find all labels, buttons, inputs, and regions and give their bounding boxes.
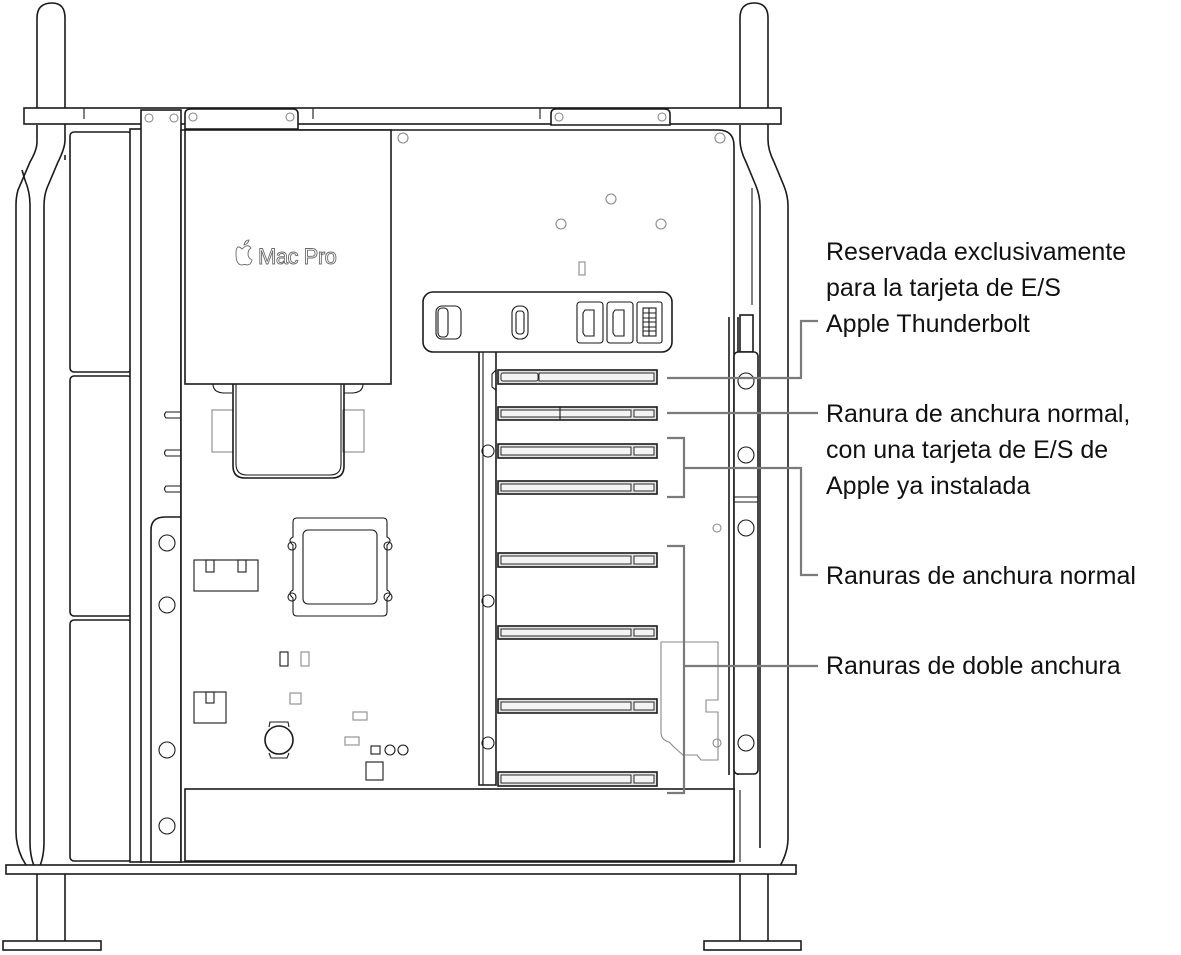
power-button-icon [435,305,462,340]
sata-port-icon [576,301,604,344]
left-handle [15,2,66,874]
board-components [193,517,409,781]
usb-c-port-icon [511,305,529,340]
apple-logo-icon [235,239,253,266]
io-panel [422,291,673,353]
bracket-outline [660,641,719,761]
fan-bays [69,131,133,862]
callout-lines [667,319,818,795]
slot-6-double [497,625,658,640]
bottom-rail [5,864,797,875]
callout-thunderbolt-slot: Reservada exclusivamente para la tarjeta… [826,238,1127,338]
power-supply: Mac Pro [184,108,392,479]
right-foot [703,874,802,951]
callout-normal-width-slots: Ranuras de anchura normal [826,562,1136,590]
slot-riser [478,352,497,786]
top-bracket [550,108,671,126]
mac-pro-logo-text: Mac Pro [258,244,337,269]
slot-2-io-card [497,406,658,421]
slot-5-double [497,552,658,568]
right-handle [739,2,789,867]
pcie-slots [497,369,658,787]
callout-double-width-slots: Ranuras de doble anchura [826,652,1121,680]
callout-io-card-slot: Ranura de anchura normal, con una tarjet… [826,400,1131,500]
sata-port-icon [606,301,634,344]
slot-4-normal [497,480,658,495]
pci-bracket-strip [712,314,759,862]
slot-3-normal [497,443,658,459]
vertical-rails [129,109,182,863]
slot-7-double [497,698,658,714]
slot-8-double [497,771,658,787]
slot-1-thunderbolt [497,369,658,385]
power-connector-icon [636,301,663,344]
left-foot [2,874,102,951]
bottom-bay [184,788,735,862]
